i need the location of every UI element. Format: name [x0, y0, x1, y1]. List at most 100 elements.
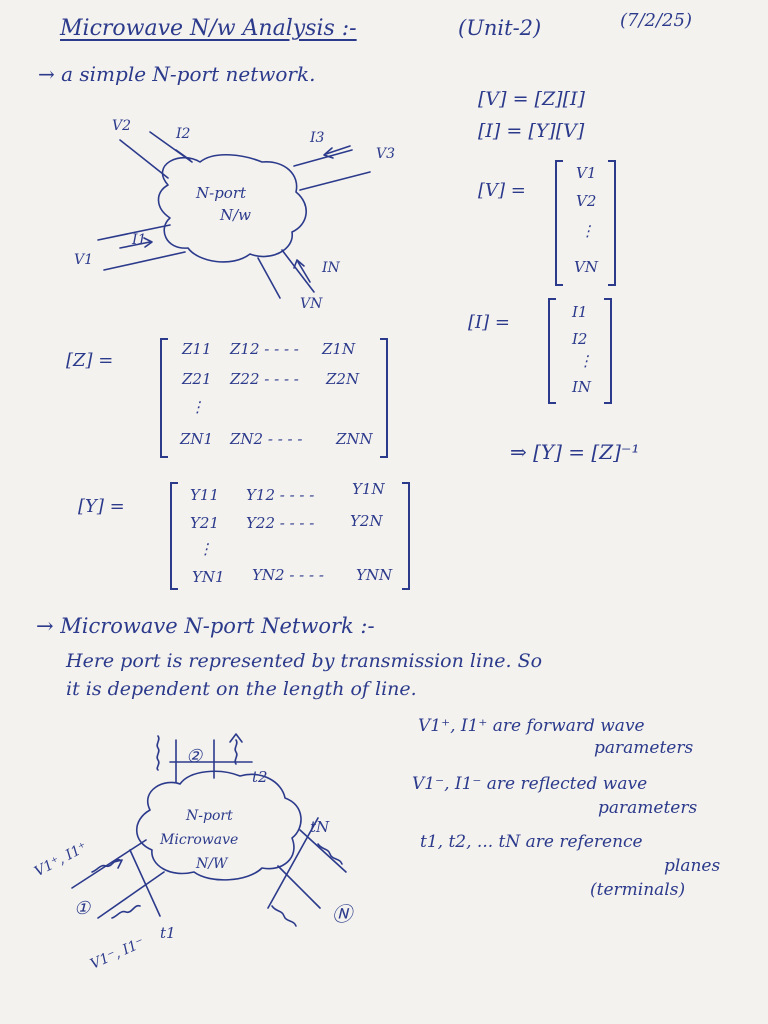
portN-line-right — [281, 249, 315, 293]
y-matrix-cell: Y12 - - - - — [246, 486, 315, 504]
v-vector-entry: V2 — [576, 192, 597, 210]
wave-squiggle — [111, 904, 141, 919]
y-matrix-label: [Y] = — [78, 496, 125, 517]
port-label-v2: V2 — [112, 118, 132, 134]
note-forward-1: V1⁺, I1⁺ are forward wave — [418, 716, 645, 736]
z-matrix-cell: ZN2 - - - - — [230, 430, 303, 448]
z-matrix-cell: Z21 — [182, 370, 212, 388]
i-vector-right-bracket — [604, 298, 612, 404]
y-matrix-cell: ⋮ — [198, 540, 213, 558]
wave-squiggle — [156, 735, 160, 771]
port1-current-arrow — [119, 241, 151, 249]
port1-line-lower — [103, 251, 186, 271]
microwave-blob — [136, 770, 302, 881]
y-matrix-cell: Y11 — [190, 486, 219, 504]
mw-label-nport: N-port — [186, 808, 233, 824]
v-vector-entry: VN — [574, 258, 598, 276]
note-reflected-2: parameters — [598, 798, 698, 818]
network-label-nw: N/w — [220, 206, 252, 224]
port-label-v3: V3 — [376, 146, 396, 162]
i-vector-entry: I1 — [572, 303, 588, 321]
note-reflected-1: V1⁻, I1⁻ are reflected wave — [412, 774, 648, 794]
unit-label: (Unit-2) — [458, 16, 542, 40]
y-inverse-equation: ⇒ [Y] = [Z]⁻¹ — [510, 440, 640, 464]
z-matrix-label: [Z] = — [66, 350, 114, 371]
tN-label: tN — [310, 818, 330, 836]
arrowhead — [229, 733, 243, 743]
wave-squiggle — [91, 858, 121, 873]
portN-current-arrow — [297, 261, 311, 283]
network-label-nport: N-port — [196, 184, 247, 202]
portN-number: Ⓝ — [332, 902, 352, 926]
date-label: (7/2/25) — [620, 10, 692, 31]
portN-line-left — [257, 257, 281, 299]
equation-i-yv: [I] = [Y][V] — [478, 120, 585, 142]
port-label-i1: I1 — [132, 232, 147, 248]
port1-line-lower — [97, 871, 165, 919]
i-vector-entry: ⋮ — [578, 352, 593, 370]
portN-line-lower — [277, 865, 321, 909]
y-matrix-cell: Y22 - - - - — [246, 514, 315, 532]
network-blob — [157, 153, 307, 263]
z-matrix-cell: ⋮ — [190, 398, 205, 416]
arrowhead — [113, 859, 123, 869]
port-label-i2: I2 — [176, 126, 191, 142]
wave-squiggle — [317, 843, 343, 865]
y-matrix-cell: Y21 — [190, 514, 219, 532]
y-matrix-cell: YN2 - - - - — [252, 566, 324, 584]
y-matrix-cell: YN1 — [192, 568, 225, 586]
port-label-i3: I3 — [310, 130, 325, 146]
z-matrix-cell: Z1N — [322, 340, 356, 358]
page-title: Microwave N/w Analysis :- — [60, 16, 357, 41]
port-label-v1: V1 — [74, 252, 94, 268]
port2-current-arrow — [175, 149, 191, 161]
port-label-in: IN — [322, 260, 340, 276]
port3-line-upper — [293, 149, 353, 167]
z-matrix-cell: Z11 — [182, 340, 212, 358]
tN-reference-plane — [267, 817, 319, 909]
section2-line1: Here port is represented by transmission… — [66, 650, 543, 672]
v-vector-left-bracket — [555, 160, 563, 286]
note-reference-1: t1, t2, ... tN are reference — [420, 832, 643, 852]
z-matrix-left-bracket — [160, 338, 168, 458]
mw-label-microwave: Microwave — [160, 832, 239, 848]
z-matrix-right-bracket — [380, 338, 388, 458]
y-matrix-cell: Y1N — [352, 480, 385, 498]
port-label-vn: VN — [300, 296, 323, 312]
wave-squiggle — [234, 739, 238, 765]
section2-line2: it is dependent on the length of line. — [66, 678, 417, 700]
port2-number: ② — [186, 746, 203, 767]
port1-number: ① — [74, 898, 91, 919]
y-matrix-cell: YNN — [356, 566, 393, 584]
port3-current-arrow — [325, 145, 351, 155]
y-matrix-right-bracket — [402, 482, 410, 590]
v-vector-entry: ⋮ — [580, 222, 595, 240]
portN-line-upper — [299, 829, 347, 873]
wave-squiggle — [271, 905, 297, 927]
equation-v-zi: [V] = [Z][I] — [478, 88, 585, 110]
y-matrix-left-bracket — [170, 482, 178, 590]
i-vector-label: [I] = — [468, 312, 510, 333]
z-matrix-cell: ZNN — [336, 430, 373, 448]
i-vector-entry: IN — [572, 378, 592, 396]
port2-line-left — [119, 139, 169, 179]
i-vector-entry: I2 — [572, 330, 588, 348]
note-reference-2: planes — [664, 856, 721, 876]
z-matrix-cell: Z2N — [326, 370, 360, 388]
port3-line-lower — [299, 171, 371, 191]
v-vector-right-bracket — [608, 160, 616, 286]
v-vector-label: [V] = — [478, 180, 526, 201]
section2-heading: → Microwave N-port Network :- — [36, 614, 375, 638]
note-reference-3: (terminals) — [590, 880, 686, 900]
i-vector-left-bracket — [548, 298, 556, 404]
arrowhead — [293, 259, 305, 269]
v-vector-entry: V1 — [576, 164, 597, 182]
mw-label-nw: N/W — [196, 856, 228, 872]
microwave-network-diagram — [71, 733, 347, 927]
port1-line-upper — [71, 839, 147, 889]
n-port-network-diagram — [97, 131, 371, 299]
arrowhead — [143, 237, 153, 248]
port1-line-upper — [97, 224, 171, 241]
